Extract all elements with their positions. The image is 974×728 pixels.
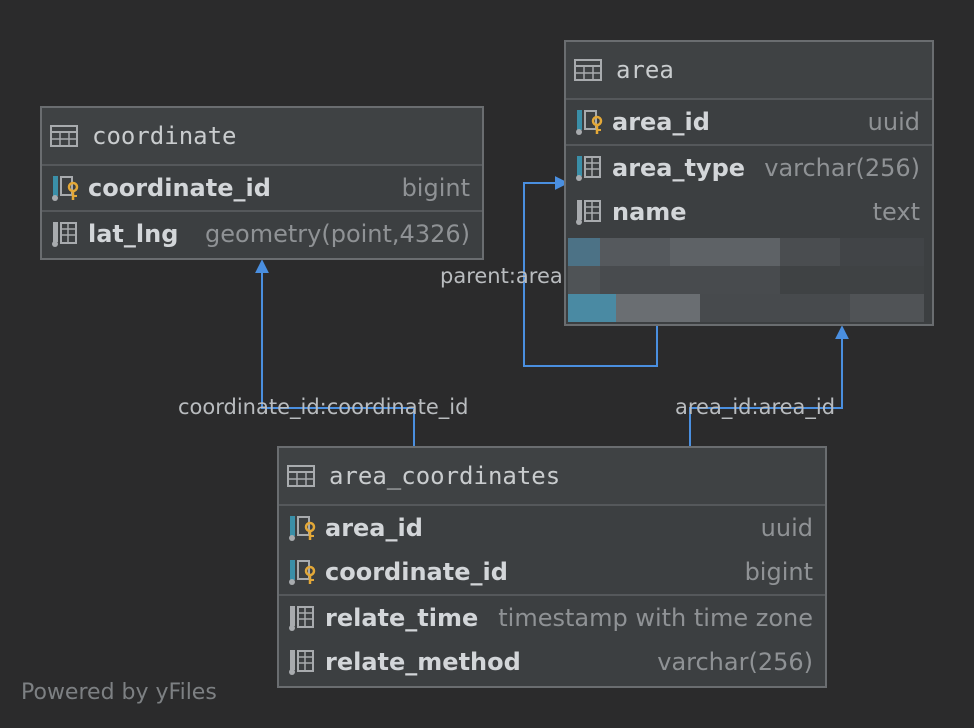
column-row[interactable]: name text (566, 190, 932, 234)
table-area-coordinates[interactable]: area_coordinates area_id uuid (277, 446, 827, 688)
column-row[interactable]: relate_method varchar(256) (279, 640, 825, 684)
column-name: area_type (612, 154, 746, 182)
table-grid-icon (287, 465, 315, 487)
column-name: coordinate_id (88, 174, 271, 202)
column-row[interactable]: coordinate_id bigint (279, 550, 825, 594)
relation-line-parent[interactable] (523, 176, 658, 367)
column-row[interactable]: area_id uuid (566, 100, 932, 144)
column-type: varchar(256) (764, 154, 920, 182)
column-type: varchar(256) (657, 648, 813, 676)
table-title: coordinate (92, 122, 237, 150)
column-name: area_id (325, 514, 423, 542)
table-title: area (616, 56, 674, 84)
relation-line-coordinate[interactable] (255, 259, 415, 448)
table-coordinate[interactable]: coordinate coordinate_id bigint (40, 106, 484, 260)
primary-key-column-icon (289, 516, 316, 541)
table-grid-icon (50, 125, 78, 147)
table-area[interactable]: area area_id uuid area_typ (564, 40, 934, 326)
column-type: text (872, 198, 920, 226)
column-type: timestamp with time zone (498, 604, 813, 632)
column-type: bigint (744, 558, 813, 586)
table-header[interactable]: area (566, 42, 932, 100)
column-icon (289, 650, 314, 675)
column-name: area_id (612, 108, 710, 136)
table-header[interactable]: area_coordinates (279, 448, 825, 506)
column-row[interactable]: relate_time timestamp with time zone (279, 594, 825, 640)
table-header[interactable]: coordinate (42, 108, 482, 166)
column-name: name (612, 198, 687, 226)
column-icon (289, 606, 314, 631)
column-type: geometry(point,4326) (205, 220, 470, 248)
column-name: lat_lng (88, 220, 179, 248)
table-title: area_coordinates (329, 462, 561, 490)
column-type: uuid (760, 514, 813, 542)
table-grid-icon (574, 59, 602, 81)
column-name: relate_time (325, 604, 479, 632)
powered-by-footer: Powered by yFiles (21, 680, 217, 705)
redacted-columns (568, 238, 924, 322)
primary-key-column-icon (52, 176, 79, 201)
column-row[interactable]: lat_lng geometry(point,4326) (42, 210, 482, 256)
column-name: relate_method (325, 648, 521, 676)
relation-label-coordinate: coordinate_id:coordinate_id (178, 395, 469, 419)
column-row[interactable]: area_type varchar(256) (566, 144, 932, 190)
relation-label-area: area_id:area_id (675, 395, 836, 419)
column-type: bigint (401, 174, 470, 202)
column-icon (52, 222, 77, 247)
column-type: uuid (867, 108, 920, 136)
column-icon (576, 156, 601, 181)
column-name: coordinate_id (325, 558, 508, 586)
relation-label-parent: parent:area (440, 264, 563, 288)
primary-key-column-icon (289, 560, 316, 585)
primary-key-column-icon (576, 110, 603, 135)
relation-line-area[interactable] (689, 325, 849, 448)
column-row[interactable]: coordinate_id bigint (42, 166, 482, 210)
column-row[interactable]: area_id uuid (279, 506, 825, 550)
column-icon (576, 200, 601, 225)
